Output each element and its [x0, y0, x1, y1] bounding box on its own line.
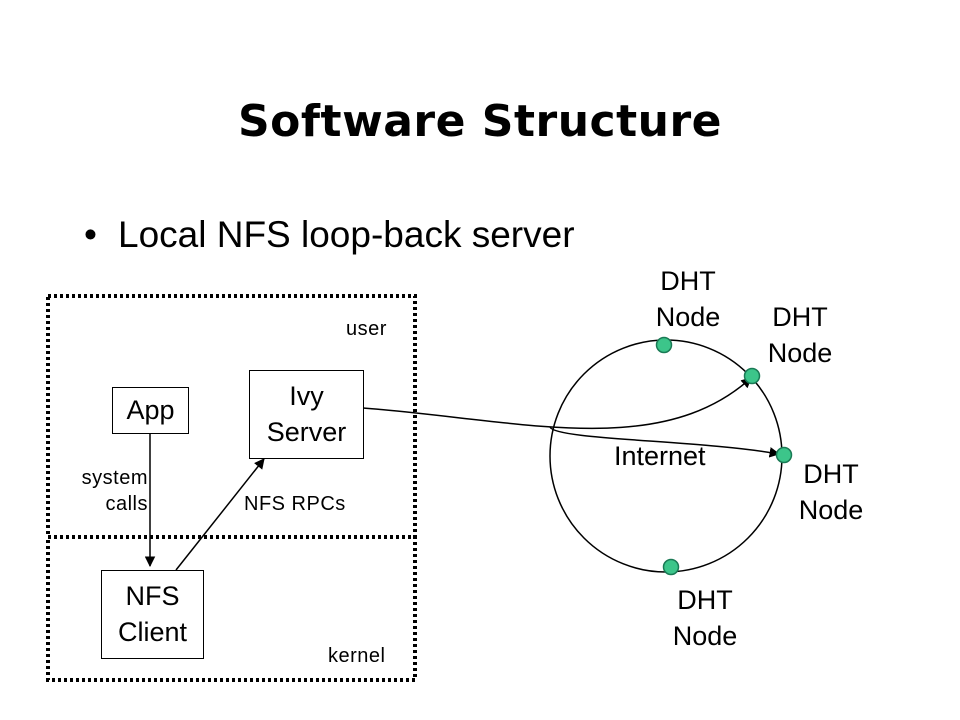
dht-node-dot-2 [743, 367, 761, 385]
bullet-text: Local NFS loop-back server [118, 214, 575, 255]
slide-title: Software Structure [237, 96, 723, 147]
nfs-client-label-line2: Client [117, 616, 188, 647]
system-calls-line1: system [81, 467, 148, 489]
nfs-rpcs-arrow [175, 458, 265, 571]
dht-node-dot-1 [655, 336, 673, 354]
dht-node-3-line1: DHT [803, 459, 859, 489]
app-label: App [126, 394, 175, 425]
bullet-item: • Local NFS loop-back server [84, 214, 575, 256]
app-box: App [112, 387, 189, 434]
dht-node-label-3: DHT Node [776, 456, 886, 529]
ivy-server-label-line1: Ivy [289, 381, 324, 412]
system-calls-label: system calls [50, 465, 148, 517]
dht-node-label-2: DHT Node [745, 299, 855, 372]
dht-node-1-line1: DHT [660, 266, 716, 296]
dht-node-4-line2: Node [672, 621, 738, 652]
nfs-rpcs-label: NFS RPCs [244, 493, 346, 515]
ivy-server-label-line2: Server [266, 416, 347, 447]
dht-node-3-line2: Node [798, 495, 864, 526]
nfs-client-label-line1: NFS [125, 581, 180, 612]
ivy-to-dht-arrow-b [549, 426, 781, 458]
ivy-to-dht-arrow-a [362, 377, 752, 430]
kernel-region-label: kernel [328, 645, 386, 667]
dht-node-2-line1: DHT [772, 302, 828, 332]
ivy-server-box: Ivy Server [249, 370, 364, 459]
dht-node-2-line2: Node [767, 338, 833, 369]
internet-label: Internet [614, 441, 706, 471]
dht-node-1-line2: Node [655, 302, 721, 333]
dht-node-dot-3 [775, 446, 793, 464]
dht-node-4-line1: DHT [677, 585, 733, 615]
dht-node-dot-4 [662, 558, 680, 576]
system-calls-line2: calls [105, 493, 148, 515]
dht-node-label-1: DHT Node [633, 263, 743, 336]
kernel-region-border [46, 535, 417, 682]
bullet-dot-icon: • [84, 214, 97, 255]
user-region-border [46, 294, 417, 539]
nfs-client-box: NFS Client [101, 570, 204, 659]
user-region-label: user [346, 318, 387, 340]
dht-node-label-4: DHT Node [650, 582, 760, 655]
